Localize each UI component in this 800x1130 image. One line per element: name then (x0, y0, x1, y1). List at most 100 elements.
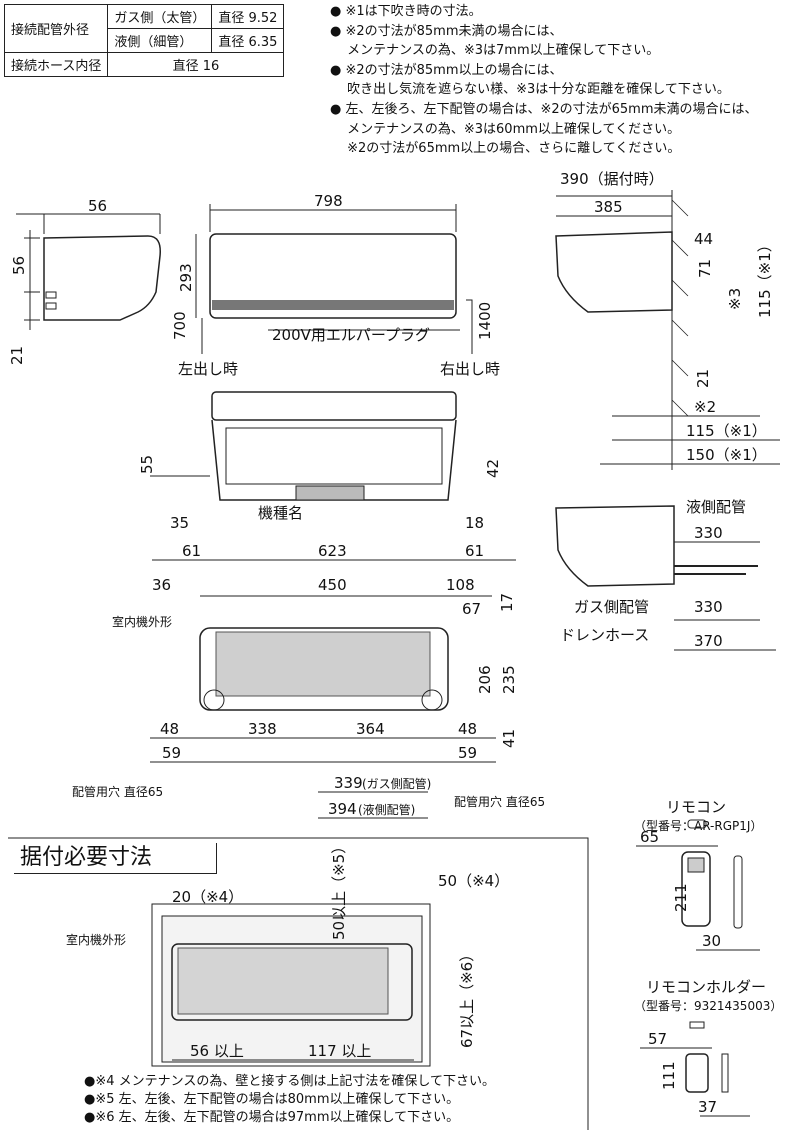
dim-364: 364 (356, 720, 385, 738)
liquid-pipe-label: 液側（細管） (107, 28, 213, 53)
note-2: ※2 (694, 398, 716, 416)
dim-206: 206 (476, 665, 494, 694)
pipe-view: 液側配管 ガス側配管 ドレンホース 330 330 370 (555, 498, 776, 651)
bottom-note: ●※6 左、左後、左下配管の場合は97mm以上確保して下さい。 (84, 1110, 460, 1125)
dim-17: 17 (498, 593, 516, 612)
holder-57: 57 (648, 1030, 667, 1048)
dim-623: 623 (318, 542, 347, 560)
note: メンテナンスの為、※3は60mm以上確保してください。 (330, 121, 681, 137)
dim-390: 390（据付時） (560, 170, 664, 188)
dim-150: 150（※1） (686, 446, 767, 464)
dim-36: 36 (152, 576, 171, 594)
dim-385: 385 (594, 198, 623, 216)
dim-338: 338 (248, 720, 277, 738)
dim-108: 108 (446, 576, 475, 594)
note: ※2の寸法が65mm以上の場合、さらに離してください。 (330, 141, 681, 157)
remote-title: リモコン (666, 798, 726, 816)
bottom-note: ●※4 メンテナンスの為、壁と接する側は上記寸法を確保して下さい。 (84, 1074, 495, 1089)
pipe-spec-table: 接続配管外径 ガス側（太管） 直径 9.52 液側（細管） 直径 6.35 接続… (3, 4, 285, 77)
dim-330b: 330 (694, 598, 723, 616)
note: メンテナンスの為、※3は7mm以上確保して下さい。 (330, 43, 660, 59)
dim-42: 42 (484, 459, 502, 478)
note: ● ※1は下吹き時の寸法。 (330, 4, 482, 19)
dim-394-note: (液側配管) (358, 802, 415, 817)
install-20: 20（※4） (172, 888, 243, 906)
pipe-hole-right-label: 配管用穴 直径65 (454, 794, 545, 809)
notes-list: ● ※1は下吹き時の寸法。 ● ※2の寸法が85mm未満の場合には、 メンテナン… (330, 2, 758, 159)
note: ● 左、左後ろ、左下配管の場合は、※2の寸法が65mm未満の場合には、 (330, 101, 758, 117)
note: ● ※2の寸法が85mm未満の場合には、 (330, 23, 563, 39)
install-67: 67以上（※6） (458, 947, 476, 1048)
dim-18: 18 (465, 514, 484, 532)
plug-label: 200V用エルパープラグ (272, 326, 430, 344)
dim-21-right: 21 (694, 369, 712, 388)
right-view: 390（据付時） 385 44 71 ※3 115（※1） 21 ※2 115（… (555, 170, 780, 470)
holder-111: 111 (660, 1061, 678, 1090)
dim-235: 235 (500, 665, 518, 694)
dim-41: 41 (500, 729, 518, 748)
install-title: 据付必要寸法 (14, 843, 217, 874)
bottom-view: 55 42 35 18 機種名 61 623 61 (138, 391, 516, 561)
rear-view: 36 450 108 67 17 室内機外形 206 235 48 338 36… (72, 576, 545, 819)
front-view: 798 293 700 1400 200V用エルパープラグ 左出し時 右出し時 (171, 192, 500, 378)
dim-1400: 1400 (476, 302, 494, 340)
dim-370: 370 (694, 632, 723, 650)
dim-115a: 115（※1） (756, 237, 774, 318)
dim-330a: 330 (694, 524, 723, 542)
install-50-side: 50（※4） (438, 872, 509, 890)
dim-61b: 61 (465, 542, 484, 560)
holder-title: リモコンホルダー (646, 978, 766, 996)
liquid-pipe-value: 直径 6.35 (211, 28, 285, 53)
dim-48a: 48 (160, 720, 179, 738)
gas-pipe-label: ガス側（太管） (107, 4, 213, 29)
remote-30: 30 (702, 932, 721, 950)
install-section: 20（※4） 50以上（※5） 50（※4） 室内機外形 67以上（※6） 56… (8, 837, 589, 1130)
dim-59b: 59 (458, 744, 477, 762)
liquid-pipe-label: 液側配管 (686, 498, 746, 516)
note-3: ※3 (726, 288, 744, 310)
dim-67: 67 (462, 600, 481, 618)
dim-55: 55 (138, 455, 156, 474)
install-outline-label: 室内機外形 (66, 932, 126, 947)
dim-339-note: (ガス側配管) (362, 776, 431, 791)
dim-798: 798 (314, 192, 343, 210)
dim-700: 700 (171, 311, 189, 340)
dim-21: 21 (8, 346, 26, 365)
dim-61a: 61 (182, 542, 201, 560)
pipe-diameter-label: 接続配管外径 (3, 4, 109, 53)
install-56: 56 以上 (190, 1042, 244, 1060)
dim-56: 56 (88, 197, 107, 215)
side-view: 56 56 21 (8, 197, 161, 365)
gas-pipe-label: ガス側配管 (574, 598, 649, 616)
hose-diameter-value: 直径 16 (107, 52, 285, 77)
dim-59a: 59 (162, 744, 181, 762)
dim-394: 394 (328, 800, 357, 818)
holder-37: 37 (698, 1098, 717, 1116)
bottom-notes: ●※4 メンテナンスの為、壁と接する側は上記寸法を確保して下さい。 ●※5 左、… (84, 1073, 495, 1127)
pipe-hole-left-label: 配管用穴 直径65 (72, 784, 163, 799)
hose-diameter-label: 接続ホース内径 (3, 52, 109, 77)
remote-model: （型番号：AR-RGP1J） (634, 819, 762, 833)
dim-56-v: 56 (10, 256, 28, 275)
dim-115b: 115（※1） (686, 422, 767, 440)
holder-view: リモコンホルダー （型番号：9321435003） 57 111 37 (634, 978, 782, 1117)
install-50-top: 50以上（※5） (330, 839, 348, 940)
remote-211: 211 (672, 883, 690, 912)
dim-71: 71 (696, 259, 714, 278)
note: ● ※2の寸法が85mm以上の場合には、 (330, 62, 563, 78)
dim-48b: 48 (458, 720, 477, 738)
drain-hose-label: ドレンホース (560, 626, 649, 644)
model-name-label: 機種名 (258, 504, 303, 522)
dim-44: 44 (694, 230, 713, 248)
outline-label: 室内機外形 (112, 614, 172, 629)
dim-35: 35 (170, 514, 189, 532)
right-out-label: 右出し時 (440, 360, 500, 378)
note: 吹き出し気流を遮らない様、※3は十分な距離を確保して下さい。 (330, 82, 730, 98)
remote-65: 65 (640, 828, 659, 846)
dim-339: 339 (334, 774, 363, 792)
dim-293: 293 (177, 263, 195, 292)
holder-model: （型番号：9321435003） (634, 999, 782, 1013)
left-out-label: 左出し時 (178, 360, 238, 378)
dim-450: 450 (318, 576, 347, 594)
